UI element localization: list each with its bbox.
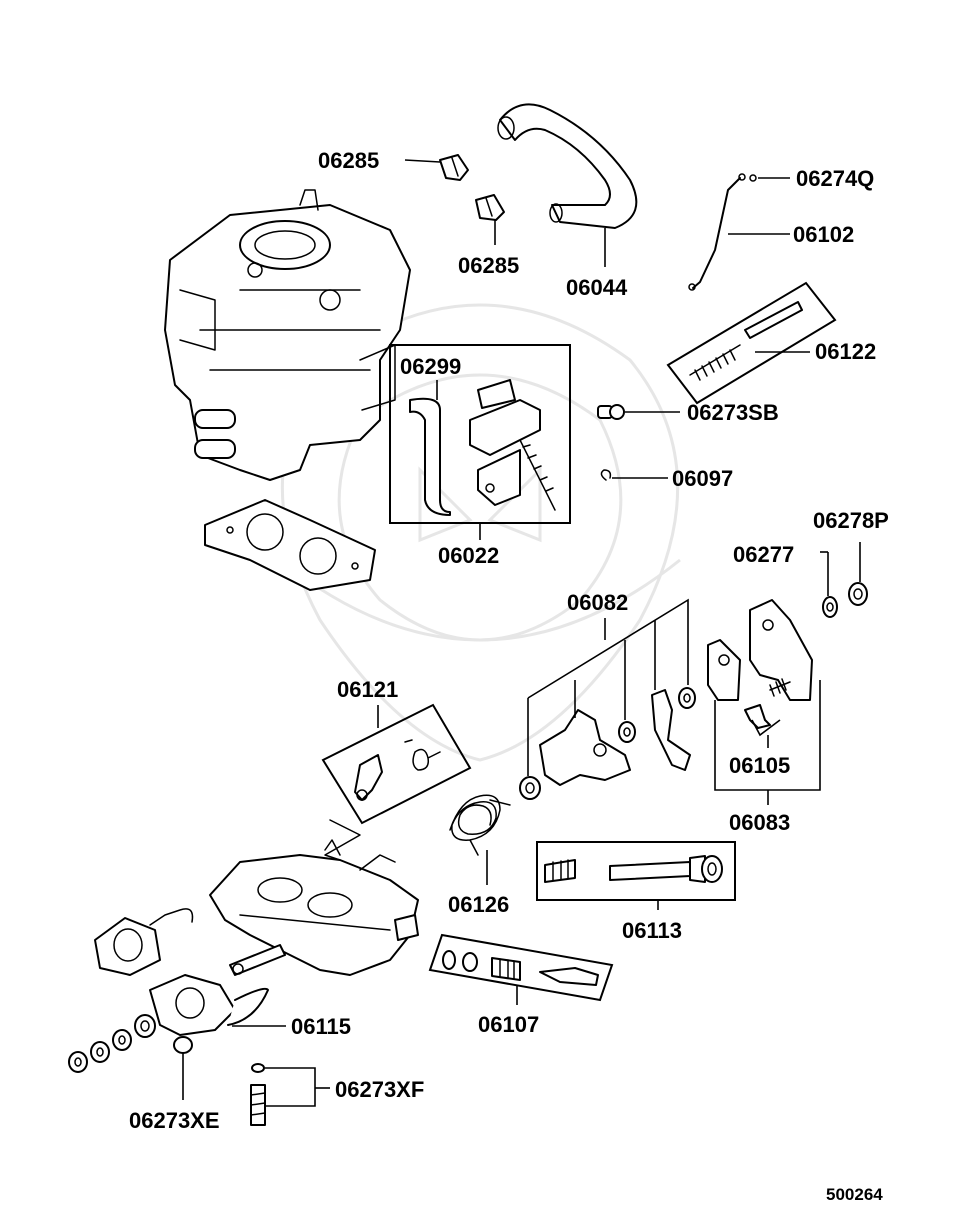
spring-set-06121 <box>321 703 472 861</box>
leader-lines <box>182 159 861 1107</box>
label-06273SB: 06273SB <box>687 400 779 425</box>
label-06107: 06107 <box>478 1012 539 1037</box>
diagram-reference-number: 500264 <box>826 1185 883 1204</box>
label-06285-lower: 06285 <box>458 253 519 278</box>
cam-06082 <box>519 687 696 800</box>
nut-06278P <box>848 582 868 606</box>
label-06102: 06102 <box>793 222 854 247</box>
label-06274Q: 06274Q <box>796 166 874 191</box>
label-06044: 06044 <box>566 275 628 300</box>
label-06278P: 06278P <box>813 508 889 533</box>
washer-06277 <box>822 596 838 618</box>
part-labels: 06285 06285 06044 06274Q 06102 06122 062… <box>129 148 889 1204</box>
label-06083: 06083 <box>729 810 790 835</box>
diaphragm-assembly-06022 <box>389 344 571 524</box>
throttle-body <box>209 839 419 976</box>
label-06115: 06115 <box>291 1014 351 1039</box>
label-06273XF: 06273XF <box>335 1077 424 1102</box>
spring-kit-06122 <box>666 281 837 405</box>
label-06082: 06082 <box>567 590 628 615</box>
label-06299: 06299 <box>400 354 461 379</box>
lever-assembly-06083 <box>707 599 813 729</box>
clip-06097 <box>600 469 612 481</box>
clip-06274Q <box>749 174 757 182</box>
label-06273XE: 06273XE <box>129 1108 220 1133</box>
label-06126: 06126 <box>448 892 509 917</box>
label-06122: 06122 <box>815 339 876 364</box>
washer-set <box>68 1014 156 1073</box>
screw-06273XF <box>250 1063 266 1126</box>
label-06113: 06113 <box>622 918 682 943</box>
label-06105: 06105 <box>729 753 790 778</box>
carburetor-upper-body <box>164 189 411 481</box>
label-06022: 06022 <box>438 543 499 568</box>
throttle-sensor-06115 <box>149 974 269 1036</box>
label-06277: 06277 <box>733 542 794 567</box>
carburetor-gasket <box>204 499 376 591</box>
screw-06273SB <box>597 404 625 420</box>
hose-06044 <box>497 103 638 229</box>
label-06285-upper: 06285 <box>318 148 379 173</box>
screw-set-06113 <box>536 841 736 901</box>
label-06121: 06121 <box>337 677 398 702</box>
clip-06285-lower <box>475 194 505 221</box>
screw-06273XE <box>173 1036 193 1054</box>
jet-set-06107 <box>428 933 614 1002</box>
spring-06126 <box>449 794 511 856</box>
rod-06102 <box>688 173 746 291</box>
clip-06285-upper <box>439 154 469 181</box>
sensor-connector <box>94 908 194 976</box>
label-06097: 06097 <box>672 466 733 491</box>
